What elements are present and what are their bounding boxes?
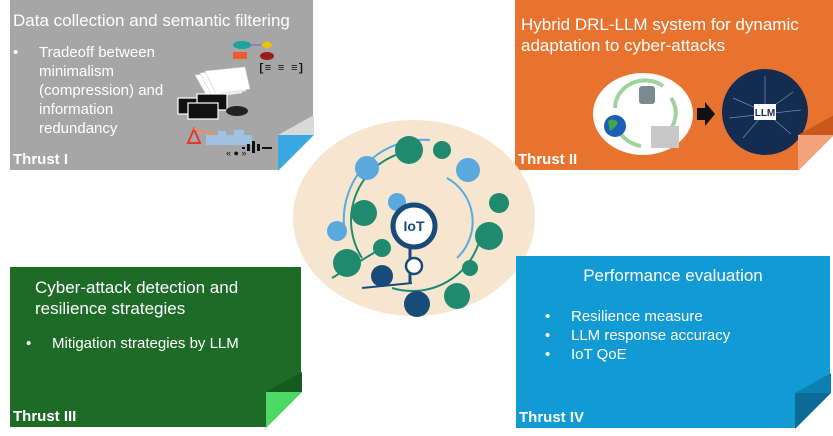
thrust-1-title: Data collection and semantic filtering [13,11,290,30]
drl-to-llm-network-icon: LLM [593,69,808,155]
thrust-3-label: Thrust III [13,408,77,425]
thrust-1-bullets: Tradeoff between minimalism (compression… [13,43,183,138]
page-curl-icon [266,372,302,428]
thrust-1-panel: Data collection and semantic filtering T… [10,0,314,171]
thrust-4-title: Performance evaluation [583,266,763,285]
thrust-4-bullet: IoT QoE [545,345,805,364]
thrust-3-bullet: Mitigation strategies by LLM [26,334,246,353]
thrust-4-panel: Performance evaluation Resilience measur… [516,256,831,429]
thrust-2-label: Thrust II [518,151,578,168]
page-curl-icon [798,115,833,171]
page-curl-icon [795,373,831,429]
thrust-2-panel: Hybrid DRL-LLM system for dynamic adapta… [515,0,833,171]
page-curl-icon [278,115,314,171]
iot-center-label: IoT [404,218,425,234]
thrust-1-bullet: Tradeoff between minimalism (compression… [13,43,183,138]
thrust-3-bullets: Mitigation strategies by LLM [26,334,246,353]
iot-network-hub-icon: IoT [293,120,535,317]
thrust-3-panel: Cyber-attack detection and resilience st… [10,267,302,428]
thrust-1-label: Thrust I [13,151,68,168]
svg-text:[≡ ≡ ≡]: [≡ ≡ ≡] [258,63,304,75]
llm-badge: LLM [755,108,776,119]
svg-text:« ● »: « ● » [226,148,246,157]
thrust-4-bullets: Resilience measure LLM response accuracy… [545,307,805,364]
thrust-3-title: Cyber-attack detection and resilience st… [35,278,239,318]
thrust-4-label: Thrust IV [519,409,585,426]
thrust-4-bullet: Resilience measure [545,307,805,326]
thrust-4-bullet: LLM response accuracy [545,326,805,345]
thrust-2-title: Hybrid DRL-LLM system for dynamic adapta… [521,15,799,55]
data-collection-sources-icon: [≡ ≡ ≡] « ● » [177,41,304,157]
